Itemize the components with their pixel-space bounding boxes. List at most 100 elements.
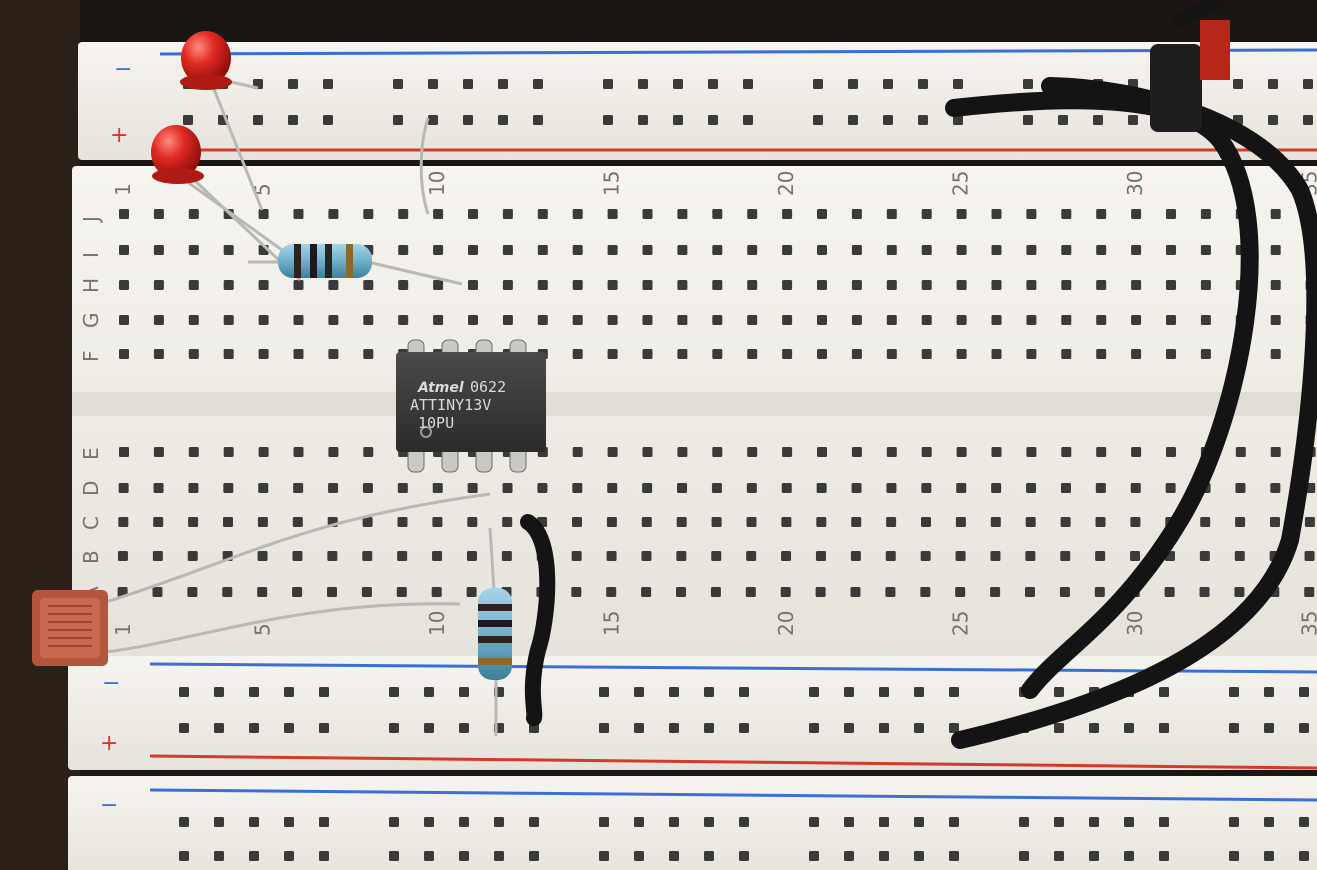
terminal-hole bbox=[1026, 209, 1037, 219]
terminal-hole bbox=[816, 517, 827, 527]
terminal-hole bbox=[502, 517, 513, 527]
terminal-hole bbox=[1025, 551, 1036, 561]
red-led-bottom bbox=[151, 125, 204, 184]
rail-hole bbox=[918, 79, 928, 89]
terminal-hole bbox=[1166, 349, 1176, 359]
rail-hole bbox=[813, 79, 823, 89]
rail-hole bbox=[739, 723, 749, 733]
rail-hole bbox=[498, 79, 508, 89]
terminal-hole bbox=[1061, 209, 1072, 219]
terminal-hole bbox=[1061, 447, 1072, 457]
terminal-hole bbox=[117, 551, 128, 561]
rail-hole bbox=[424, 817, 434, 827]
terminal-hole bbox=[537, 280, 548, 290]
terminal-hole bbox=[1131, 280, 1142, 290]
terminal-hole bbox=[712, 209, 723, 219]
terminal-hole bbox=[851, 280, 862, 290]
terminal-hole bbox=[153, 447, 164, 457]
left-edge-background bbox=[0, 0, 80, 870]
terminal-hole bbox=[1166, 447, 1176, 457]
terminal-hole bbox=[292, 587, 303, 597]
terminal-hole bbox=[747, 315, 758, 325]
terminal-hole bbox=[222, 587, 233, 597]
column-number-label: 10 bbox=[425, 171, 449, 196]
terminal-hole bbox=[1059, 587, 1070, 597]
row-letter-label: D bbox=[79, 481, 103, 496]
terminal-hole bbox=[815, 551, 826, 561]
rail-hole bbox=[1268, 79, 1278, 89]
rail-hole bbox=[179, 851, 189, 861]
terminal-hole bbox=[362, 483, 373, 493]
terminal-hole bbox=[223, 517, 233, 527]
terminal-hole bbox=[711, 517, 722, 527]
terminal-hole bbox=[223, 280, 234, 290]
photoresistor-leads bbox=[105, 492, 491, 654]
terminal-hole bbox=[1096, 280, 1107, 290]
rail-hole bbox=[809, 817, 819, 827]
terminal-hole bbox=[712, 447, 723, 457]
rail-hole bbox=[533, 79, 543, 89]
rail-hole bbox=[529, 851, 539, 861]
terminal-hole bbox=[1131, 447, 1142, 457]
terminal-hole bbox=[955, 587, 966, 597]
rail-hole bbox=[533, 115, 543, 125]
short-jumper-wire bbox=[419, 117, 430, 215]
lower-rail-minus-symbol: − bbox=[100, 793, 118, 818]
terminal-hole bbox=[747, 280, 758, 290]
terminal-hole bbox=[188, 517, 199, 527]
rail-hole bbox=[1128, 115, 1138, 125]
rail-hole bbox=[879, 817, 889, 827]
terminal-hole bbox=[1200, 517, 1211, 527]
terminal-hole bbox=[572, 447, 583, 457]
terminal-hole bbox=[258, 315, 269, 325]
terminal-hole bbox=[1026, 280, 1037, 290]
rail-hole bbox=[634, 687, 644, 697]
chip-suffix: 10PU bbox=[418, 414, 454, 432]
terminal-hole bbox=[362, 551, 373, 561]
terminal-hole bbox=[782, 280, 793, 290]
top-power-rail-board bbox=[78, 42, 1317, 160]
terminal-hole bbox=[1270, 447, 1281, 457]
rail-hole bbox=[949, 817, 959, 827]
row-letter-label: G bbox=[79, 313, 103, 329]
terminal-hole bbox=[956, 245, 967, 255]
terminal-hole bbox=[187, 587, 198, 597]
rail-hole bbox=[424, 851, 434, 861]
terminal-hole bbox=[467, 517, 478, 527]
terminal-hole bbox=[502, 315, 513, 325]
bottom-rail-minus-symbol: − bbox=[102, 671, 120, 696]
terminal-hole bbox=[817, 280, 827, 290]
photoresistor bbox=[32, 590, 108, 666]
rail-hole bbox=[249, 687, 259, 697]
bottom-rail-plus-symbol: + bbox=[100, 731, 118, 756]
rail-hole bbox=[918, 115, 928, 125]
terminal-hole bbox=[746, 551, 757, 561]
terminal-hole bbox=[572, 349, 583, 359]
rail-hole bbox=[179, 687, 189, 697]
terminal-hole bbox=[1061, 315, 1072, 325]
terminal-hole bbox=[328, 280, 339, 290]
terminal-hole bbox=[153, 517, 164, 527]
terminal-hole bbox=[921, 349, 932, 359]
terminal-hole bbox=[257, 551, 268, 561]
rail-hole bbox=[319, 723, 329, 733]
terminal-hole bbox=[1304, 587, 1315, 597]
column-number-label: 20 bbox=[774, 171, 798, 196]
terminal-hole bbox=[328, 483, 339, 493]
rail-hole bbox=[1229, 851, 1239, 861]
terminal-hole bbox=[467, 483, 478, 493]
terminal-hole bbox=[642, 280, 653, 290]
rail-hole bbox=[599, 851, 609, 861]
terminal-hole bbox=[398, 280, 409, 290]
terminal-hole bbox=[258, 349, 269, 359]
rail-hole bbox=[253, 115, 263, 125]
terminal-hole bbox=[886, 315, 897, 325]
rail-hole bbox=[809, 687, 819, 697]
terminal-hole bbox=[642, 447, 653, 457]
rail-hole bbox=[393, 115, 403, 125]
rail-hole bbox=[634, 817, 644, 827]
terminal-hole bbox=[1095, 483, 1106, 493]
bottom-power-rail-board bbox=[68, 656, 1317, 770]
terminal-hole bbox=[1270, 315, 1281, 325]
rail-hole bbox=[459, 851, 469, 861]
